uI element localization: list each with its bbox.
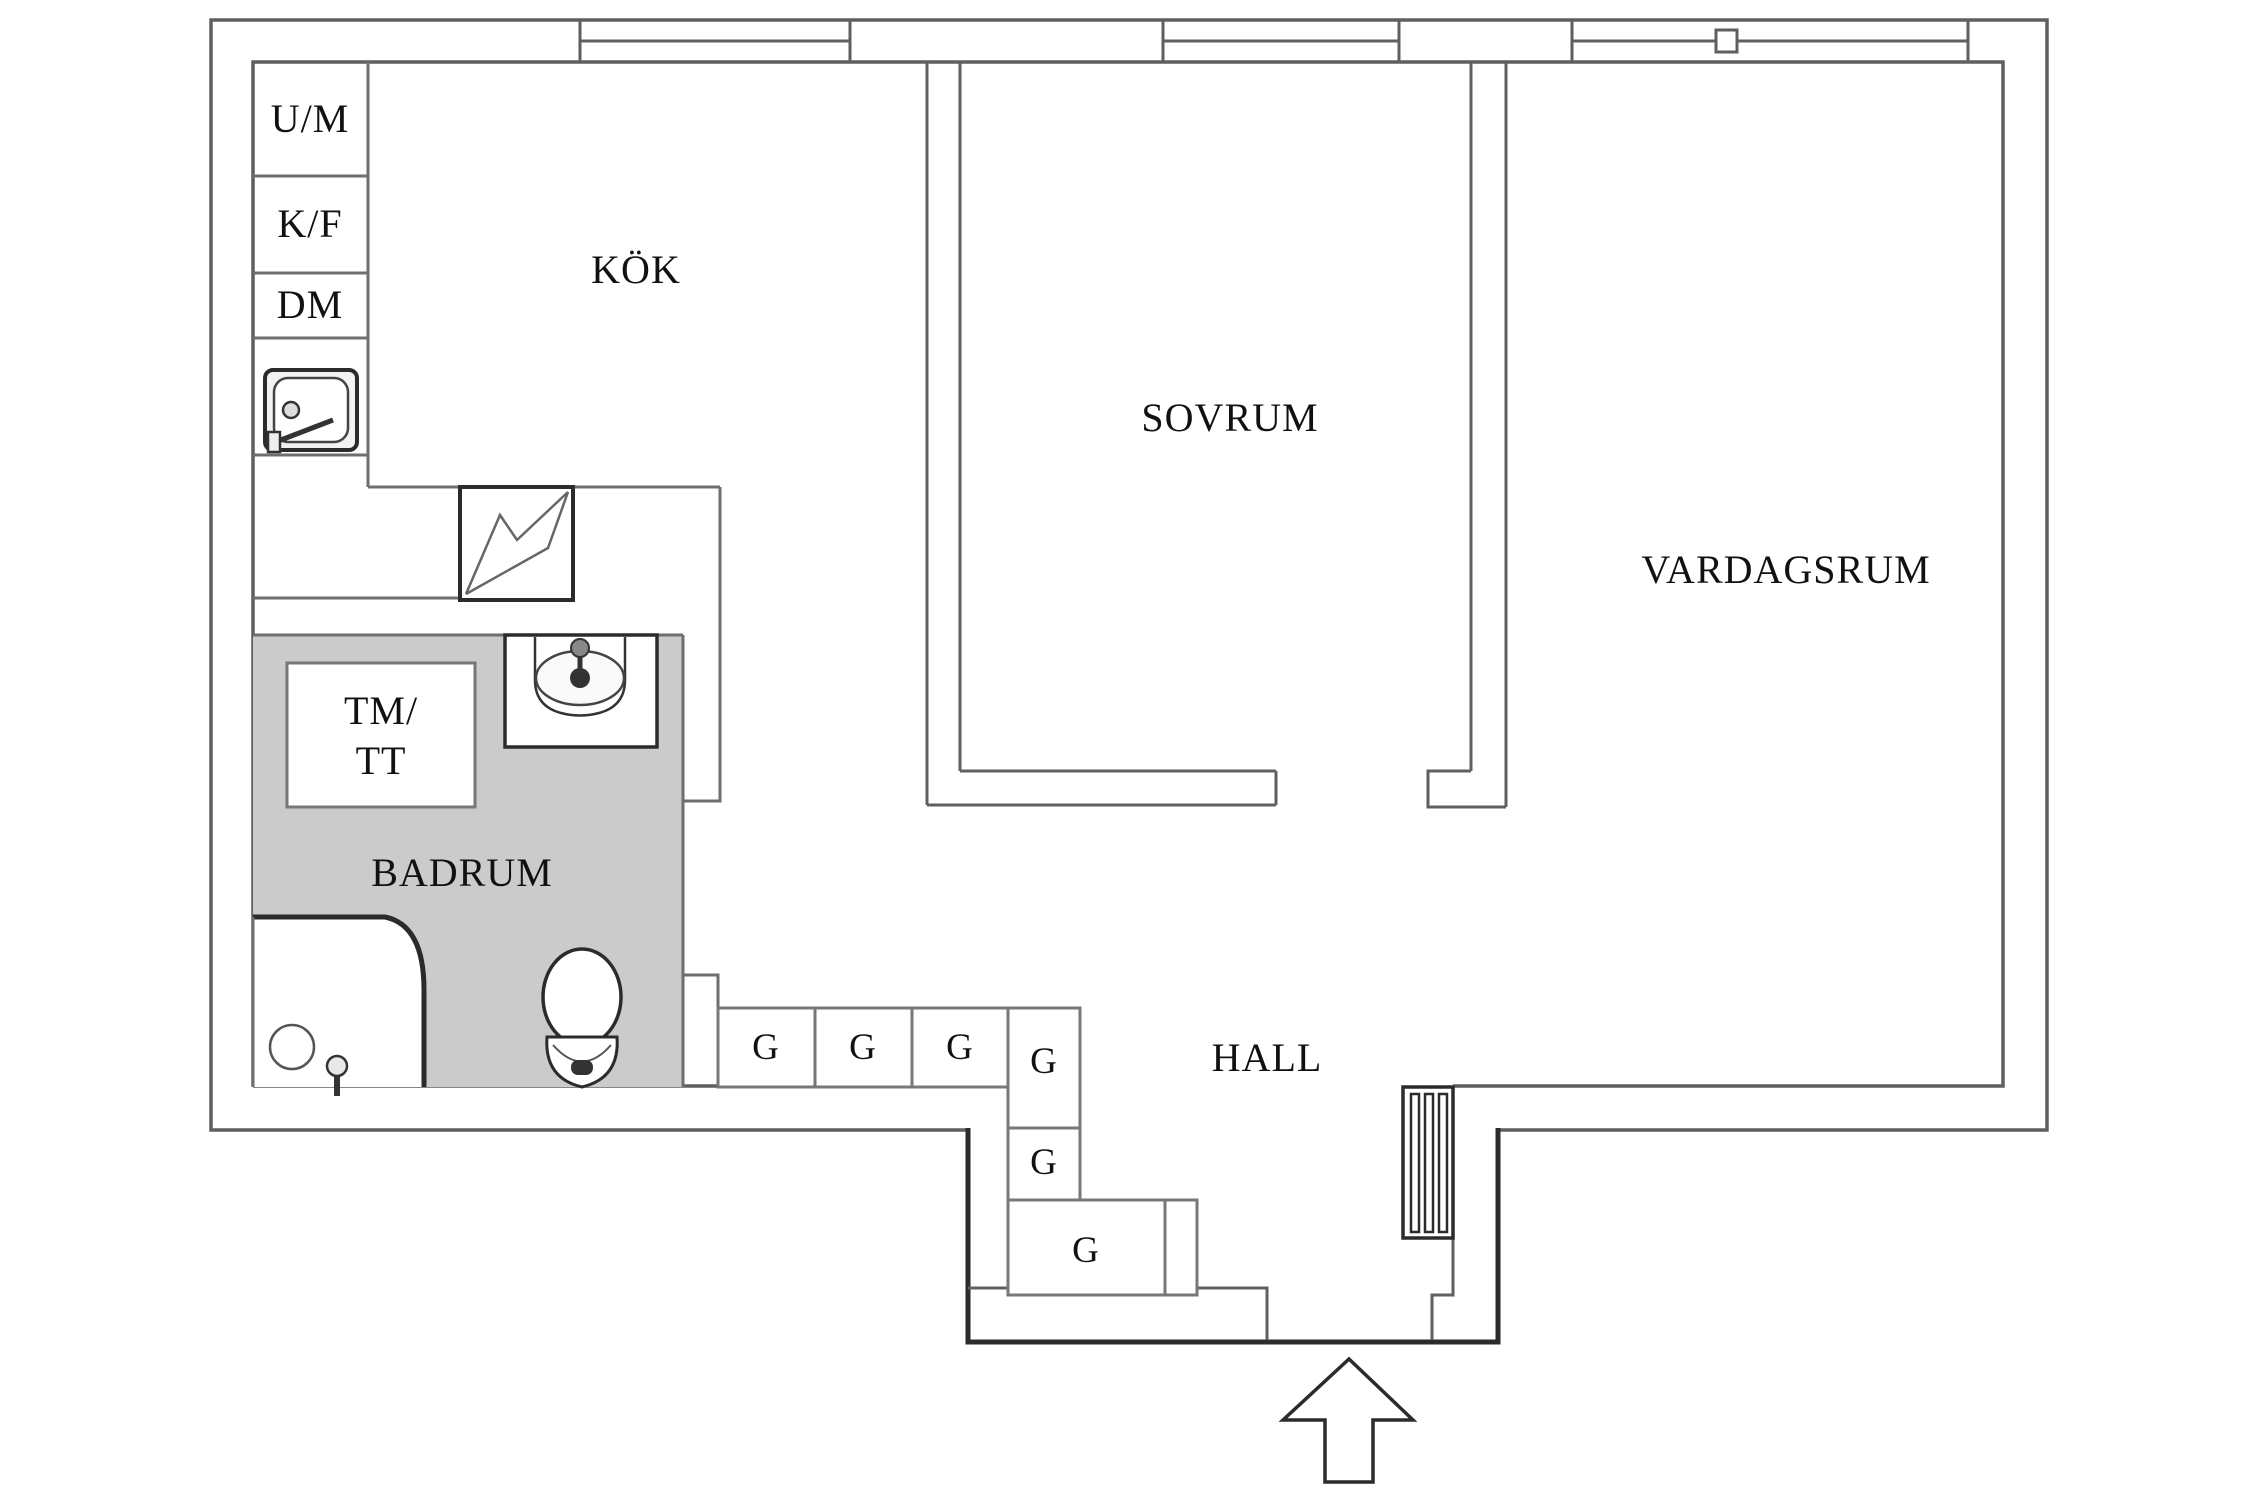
toilet: [541, 947, 623, 1089]
radiator-grille: [1401, 1085, 1455, 1240]
electrical-cabinet: [458, 485, 575, 602]
room-label-bathroom: BADRUM: [371, 850, 553, 895]
window-bedroom: [1161, 20, 1401, 62]
kitchen-sink: [263, 368, 359, 454]
partition-bedroom-hall: [927, 769, 1278, 807]
appliance-label-dishwasher: DM: [276, 282, 344, 327]
entrance-vestibule-walls: [965, 1128, 1501, 1345]
washer-dryer-cabinet: [285, 661, 477, 809]
room-label-hall: HALL: [1211, 1035, 1323, 1080]
appliance-label-fridge-freezer: K/F: [277, 201, 343, 246]
appliance-label-washer-dryer: TM/ TT: [343, 688, 419, 783]
appliance-label-oven-microwave: U/M: [270, 96, 350, 141]
wardrobe-label: G: [849, 1026, 877, 1068]
shower-drain-icon: [268, 1023, 316, 1071]
shower-mixer-icon: [325, 1054, 349, 1078]
room-label-kitchen: KÖK: [591, 247, 681, 292]
partition-kitchen-bedroom: [925, 62, 962, 805]
washbasin: [503, 633, 659, 749]
room-label-living-room: VARDAGSRUM: [1641, 547, 1931, 592]
wardrobe-label: G: [946, 1026, 974, 1068]
entrance-arrow-icon: [1278, 1356, 1418, 1484]
room-label-bedroom: SOVRUM: [1141, 395, 1319, 440]
window-living-room: [1570, 20, 1970, 62]
partition-bedroom-living-room: [1426, 62, 1508, 809]
wardrobe-label: G: [1030, 1040, 1058, 1082]
window-kitchen: [578, 20, 852, 62]
hall-wardrobes: [716, 1006, 1199, 1297]
wardrobe-label: G: [1030, 1141, 1058, 1183]
hall-kitchen-boundary-wall: [681, 487, 722, 1086]
wardrobe-label: G: [752, 1026, 780, 1068]
shower: [251, 914, 427, 1096]
wardrobe-label: G: [1072, 1229, 1100, 1271]
